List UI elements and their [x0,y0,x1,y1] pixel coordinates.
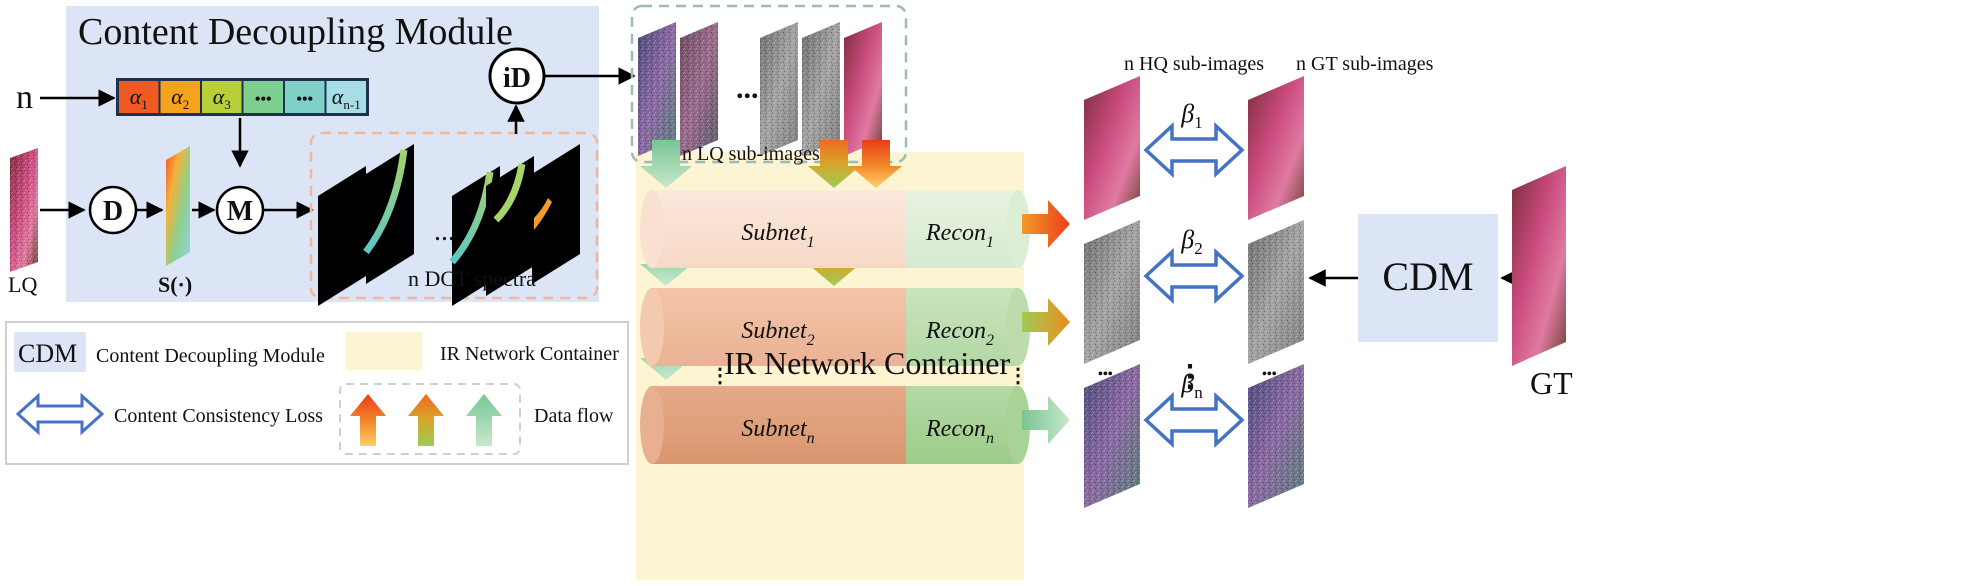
legend-loss-text: Content Consistency Loss [114,405,323,427]
lq-subimages-ellipsis: ... [736,72,759,105]
hq-subimage-1 [1084,76,1140,220]
legend-ir-text: IR Network Container [440,343,619,365]
legend-loss-arrow [15,392,105,436]
gt-subimage-2 [1248,220,1304,364]
alpha-label-5: ••• [296,91,313,108]
consistency-arrow-3 [1143,392,1245,448]
lq-subimage-3 [760,22,798,156]
beta-label-1: β1 [1180,99,1202,132]
legend-ir-swatch [346,332,422,370]
alpha-cell-6 [326,81,366,113]
alpha-cell-1 [119,81,159,113]
lq-input-image [10,148,38,272]
beta-vdots: ⋮ [1175,360,1205,393]
flow-arrow-red-1 [850,140,902,188]
recon-2-block [906,288,1018,366]
flow-arrow-orange-1 [808,140,860,188]
cdm-title: Content Decoupling Module [78,11,513,53]
hq-subimage-column: ••• [1084,76,1140,508]
legend-flow-box [339,383,521,455]
lq-subimage-1 [638,22,676,156]
legend-flow-red [350,394,386,446]
output-arrow-red [1022,200,1070,248]
subnet-2[interactable]: Subnet2 Recon2 [640,288,1030,366]
consistency-loss-arrows: β1 β2 βn [1143,99,1245,448]
output-flow-arrows [1022,200,1070,444]
recon-1-label: Recon1 [925,220,994,251]
idct-operator-label: iD [503,63,531,94]
gt-input-image [1512,166,1566,366]
subnet-2-label: Subnet2 [741,318,814,349]
alpha-label-3: α3 [213,84,231,112]
hq-subimage-n [1084,364,1140,508]
ir-container-vdots-right: ⋮ [1008,365,1028,387]
cdm-box-label: CDM [1382,254,1473,299]
lq-subimages-group: ... n LQ sub-images [630,4,908,165]
flow-arrow-green-1 [640,140,692,188]
s-function-label: S(·) [158,272,192,297]
legend-flow-orange [408,394,444,446]
legend-flow-green [466,394,502,446]
beta-label-3: βn [1180,369,1203,402]
output-arrow-orange [1022,298,1070,346]
gt-image-label: GT [1530,365,1573,401]
recon-1-block [906,190,1018,268]
alpha-label-4: ••• [255,91,272,108]
cdm-box [1358,214,1498,342]
alpha-strip: α1 α2 α3 ••• ••• αn-1 [116,78,369,116]
consistency-arrow-1 [1143,122,1245,178]
legend-cdm-swatch [14,332,86,372]
lq-subimage-4 [802,22,840,156]
recon-n-label: Reconn [925,416,994,447]
beta-label-2: β2 [1180,225,1202,258]
consistency-arrow-2 [1143,248,1245,304]
alpha-cell-3 [202,81,242,113]
alpha-label-2: α2 [171,84,189,112]
hq-subimage-2 [1084,220,1140,364]
dct-operator-label: D [103,196,123,227]
recon-2-label: Recon2 [925,318,994,349]
subnet-n[interactable]: Subnetn Reconn [640,386,1030,464]
alpha-label-1: α1 [130,84,148,112]
lq-subimage-5 [844,22,882,156]
alpha-cell-5 [285,81,325,113]
recon-n-block [906,386,1018,464]
dct-spectra-stack: ... [318,144,580,306]
ir-container-vdots-left: ⋮ [710,365,730,387]
subnet-stack: Subnet1 Recon1 Subnet2 Recon2 ⋮ IR Netwo… [640,190,1030,464]
hq-subimages-label: n HQ sub-images [1124,53,1264,75]
gt-subimage-1 [1248,76,1304,220]
subnet-1[interactable]: Subnet1 Recon1 [640,190,1030,268]
output-arrow-green [1022,396,1070,444]
lq-subimage-2 [680,22,718,156]
gt-subimage-n [1248,364,1304,508]
subnet-n-label: Subnetn [741,416,814,447]
gt-subimage-column: ••• [1248,76,1304,508]
lq-label: LQ [8,272,37,297]
lq-subimages-box [630,4,908,164]
s-spectrum-plane [166,146,190,266]
legend-flow-text: Data flow [534,405,614,427]
alpha-cell-4 [243,81,283,113]
n-input-label: n [16,79,33,116]
lq-subimages-label: n LQ sub-images [682,143,820,165]
legend-cdm-text: Content Decoupling Module [96,345,325,367]
spectra-ellipsis: ... [434,216,455,247]
legend-cdm-key: CDM [18,339,77,368]
legend: CDM Content Decoupling Module IR Network… [5,321,629,465]
mask-operator-label: M [227,196,253,227]
ir-container-title: IR Network Container [724,345,1011,381]
gt-subimages-label: n GT sub-images [1296,53,1434,75]
legend-frame [5,321,629,465]
dct-spectra-label: n DCT spectra [408,266,536,291]
alpha-label-6: αn-1 [332,84,361,112]
subnet-1-label: Subnet1 [741,220,814,251]
alpha-cell-2 [160,81,200,113]
